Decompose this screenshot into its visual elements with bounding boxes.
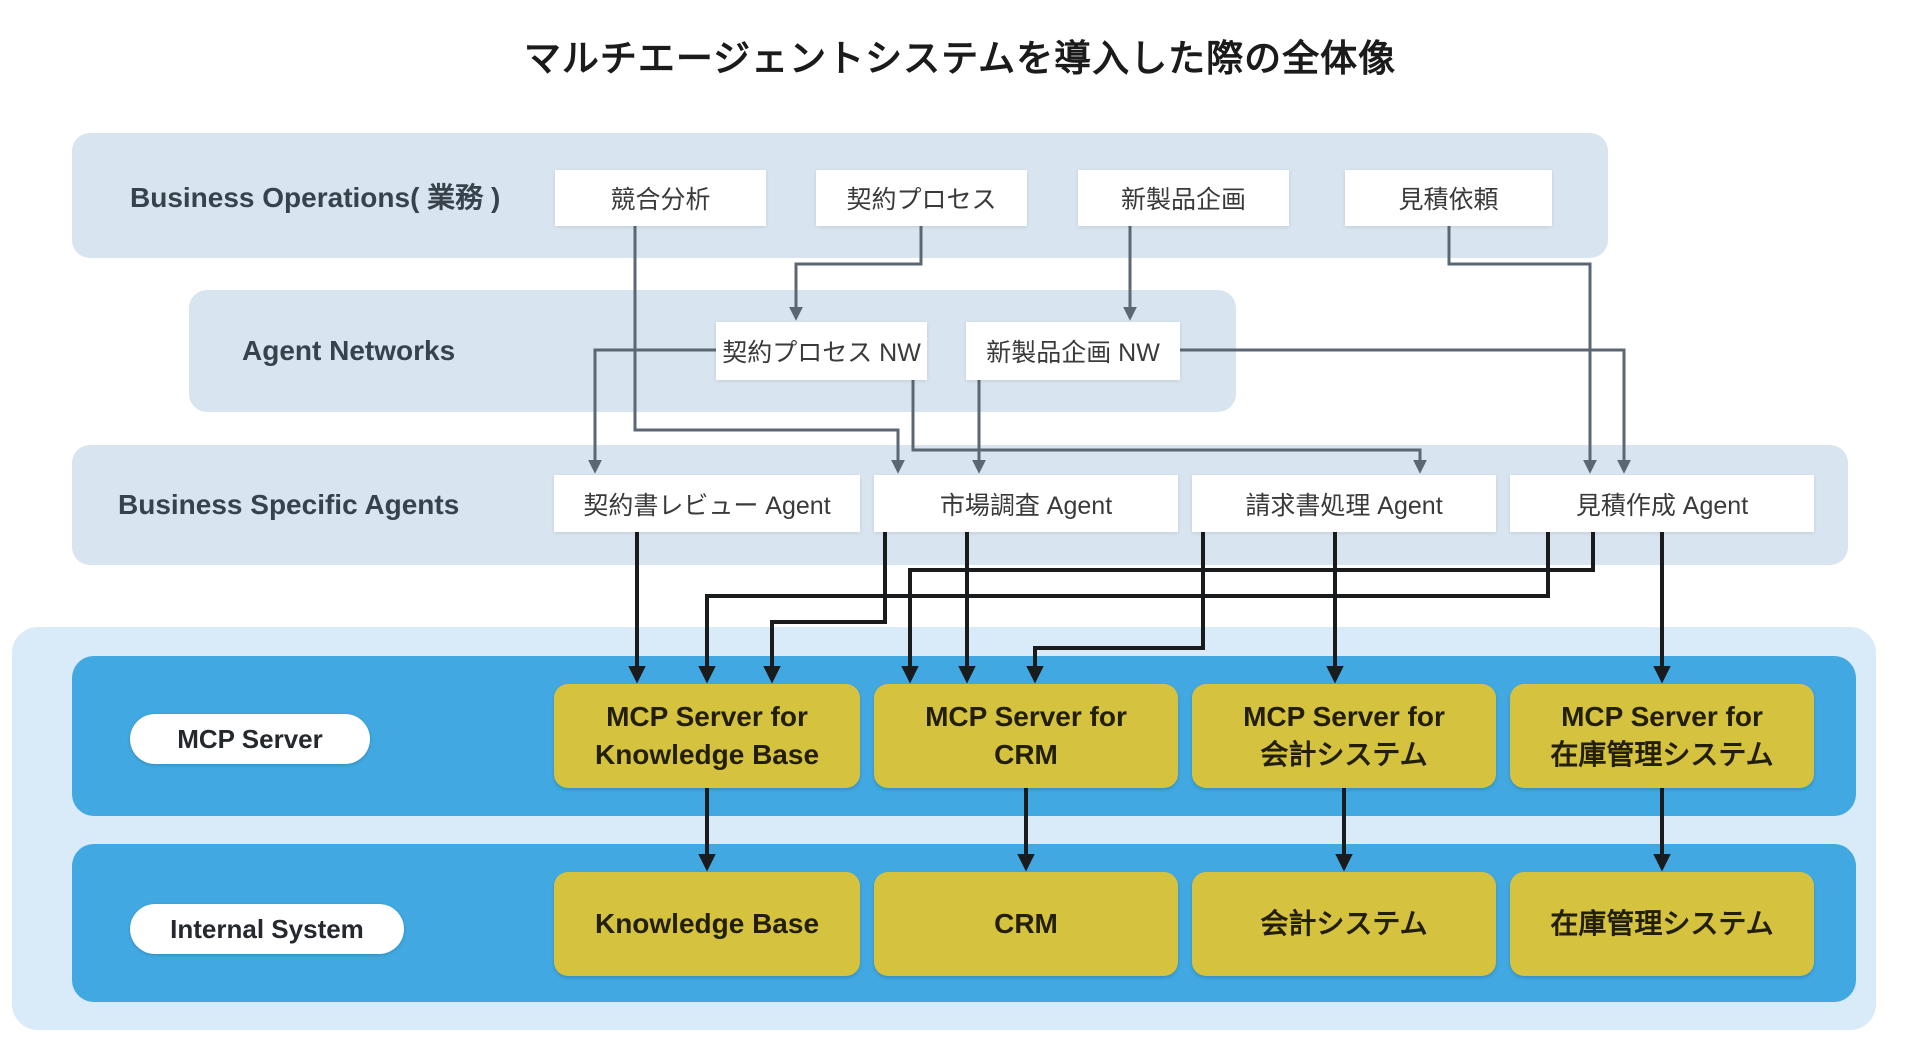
box-new-product-planning: 新製品企画: [1078, 170, 1289, 226]
mcp-inventory-line1: MCP Server for: [1561, 701, 1763, 733]
box-quote-request: 見積依頼: [1345, 170, 1552, 226]
mcp-crm-line1: MCP Server for: [925, 701, 1127, 733]
mcp-accounting-line1: MCP Server for: [1243, 701, 1445, 733]
mcp-knowledge-base: MCP Server for Knowledge Base: [554, 684, 860, 788]
mcp-crm: MCP Server for CRM: [874, 684, 1178, 788]
agent-market-research: 市場調査 Agent: [874, 475, 1178, 532]
mcp-accounting-line2: 会計システム: [1260, 739, 1428, 770]
agent-invoice-processing: 請求書処理 Agent: [1192, 475, 1496, 532]
box-new-product-planning-nw: 新製品企画 NW: [966, 322, 1180, 380]
box-contract-process-nw: 契約プロセス NW: [716, 322, 927, 380]
mcp-knowledge-base-line1: MCP Server for: [606, 701, 808, 733]
agent-contract-review: 契約書レビュー Agent: [554, 475, 860, 532]
mcp-server-pill: MCP Server: [130, 714, 370, 764]
system-knowledge-base: Knowledge Base: [554, 872, 860, 976]
system-inventory: 在庫管理システム: [1510, 872, 1814, 976]
page-title: マルチエージェントシステムを導入した際の全体像: [523, 38, 1397, 79]
mcp-crm-line2: CRM: [994, 739, 1058, 770]
mcp-inventory: MCP Server for 在庫管理システム: [1510, 684, 1814, 788]
internal-system-pill: Internal System: [130, 904, 404, 954]
box-competitive-analysis: 競合分析: [555, 170, 766, 226]
label-business-specific-agents: Business Specific Agents: [118, 489, 460, 520]
mcp-accounting: MCP Server for 会計システム: [1192, 684, 1496, 788]
label-agent-networks: Agent Networks: [242, 335, 456, 366]
box-contract-process: 契約プロセス: [816, 170, 1027, 226]
agent-quote-creation: 見積作成 Agent: [1510, 475, 1814, 532]
mcp-inventory-line2: 在庫管理システム: [1550, 739, 1774, 770]
system-crm: CRM: [874, 872, 1178, 976]
mcp-knowledge-base-line2: Knowledge Base: [594, 739, 820, 770]
label-business-operations: Business Operations( 業務 ): [130, 181, 501, 213]
system-accounting: 会計システム: [1192, 872, 1496, 976]
